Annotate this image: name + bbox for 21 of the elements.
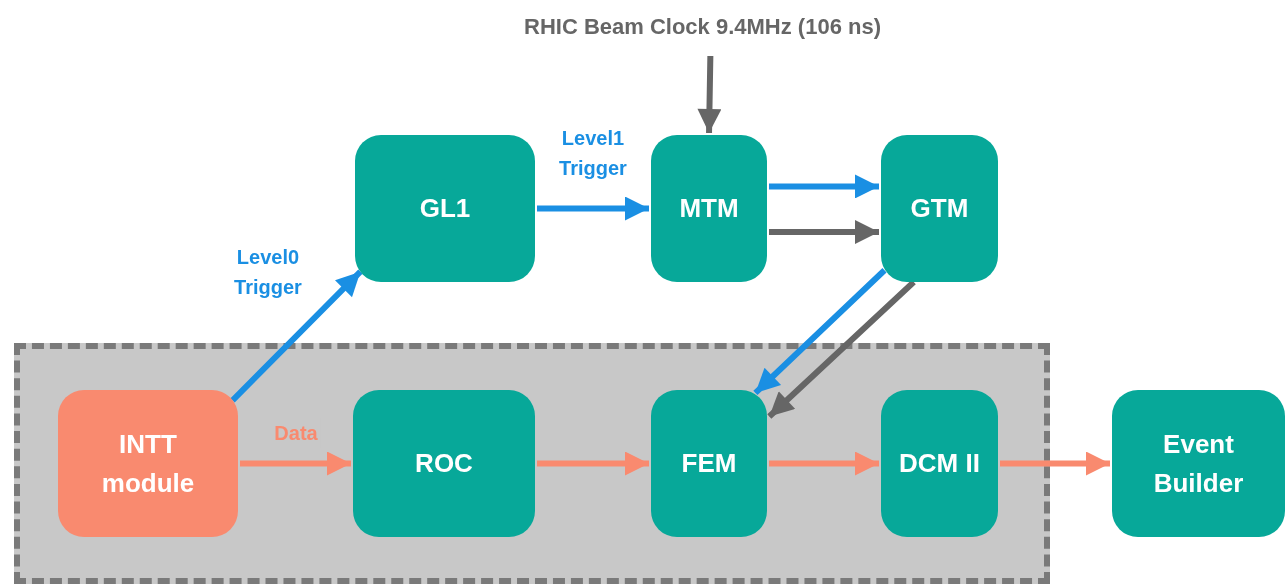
arrow [534, 196, 649, 221]
clock-label: RHIC Beam Clock 9.4MHz (106 ns) [500, 12, 905, 42]
module-box: INTT module [58, 390, 238, 537]
process-box: ROC [353, 390, 535, 537]
process-box: FEM [651, 390, 767, 537]
process-box: Event Builder [1112, 390, 1285, 537]
arrow [534, 451, 649, 476]
arrow [767, 279, 917, 419]
arrow [766, 451, 879, 476]
arrow [766, 220, 879, 244]
arrow [237, 451, 351, 476]
process-box: MTM [651, 135, 767, 282]
arrow [753, 267, 888, 396]
process-box: GTM [881, 135, 998, 282]
process-box: DCM II [881, 390, 998, 537]
arrow [997, 451, 1110, 476]
arrow [766, 174, 879, 199]
arrow [697, 53, 722, 134]
dashed-region [14, 343, 1050, 584]
process-box: GL1 [355, 135, 535, 282]
arrow [229, 269, 363, 404]
